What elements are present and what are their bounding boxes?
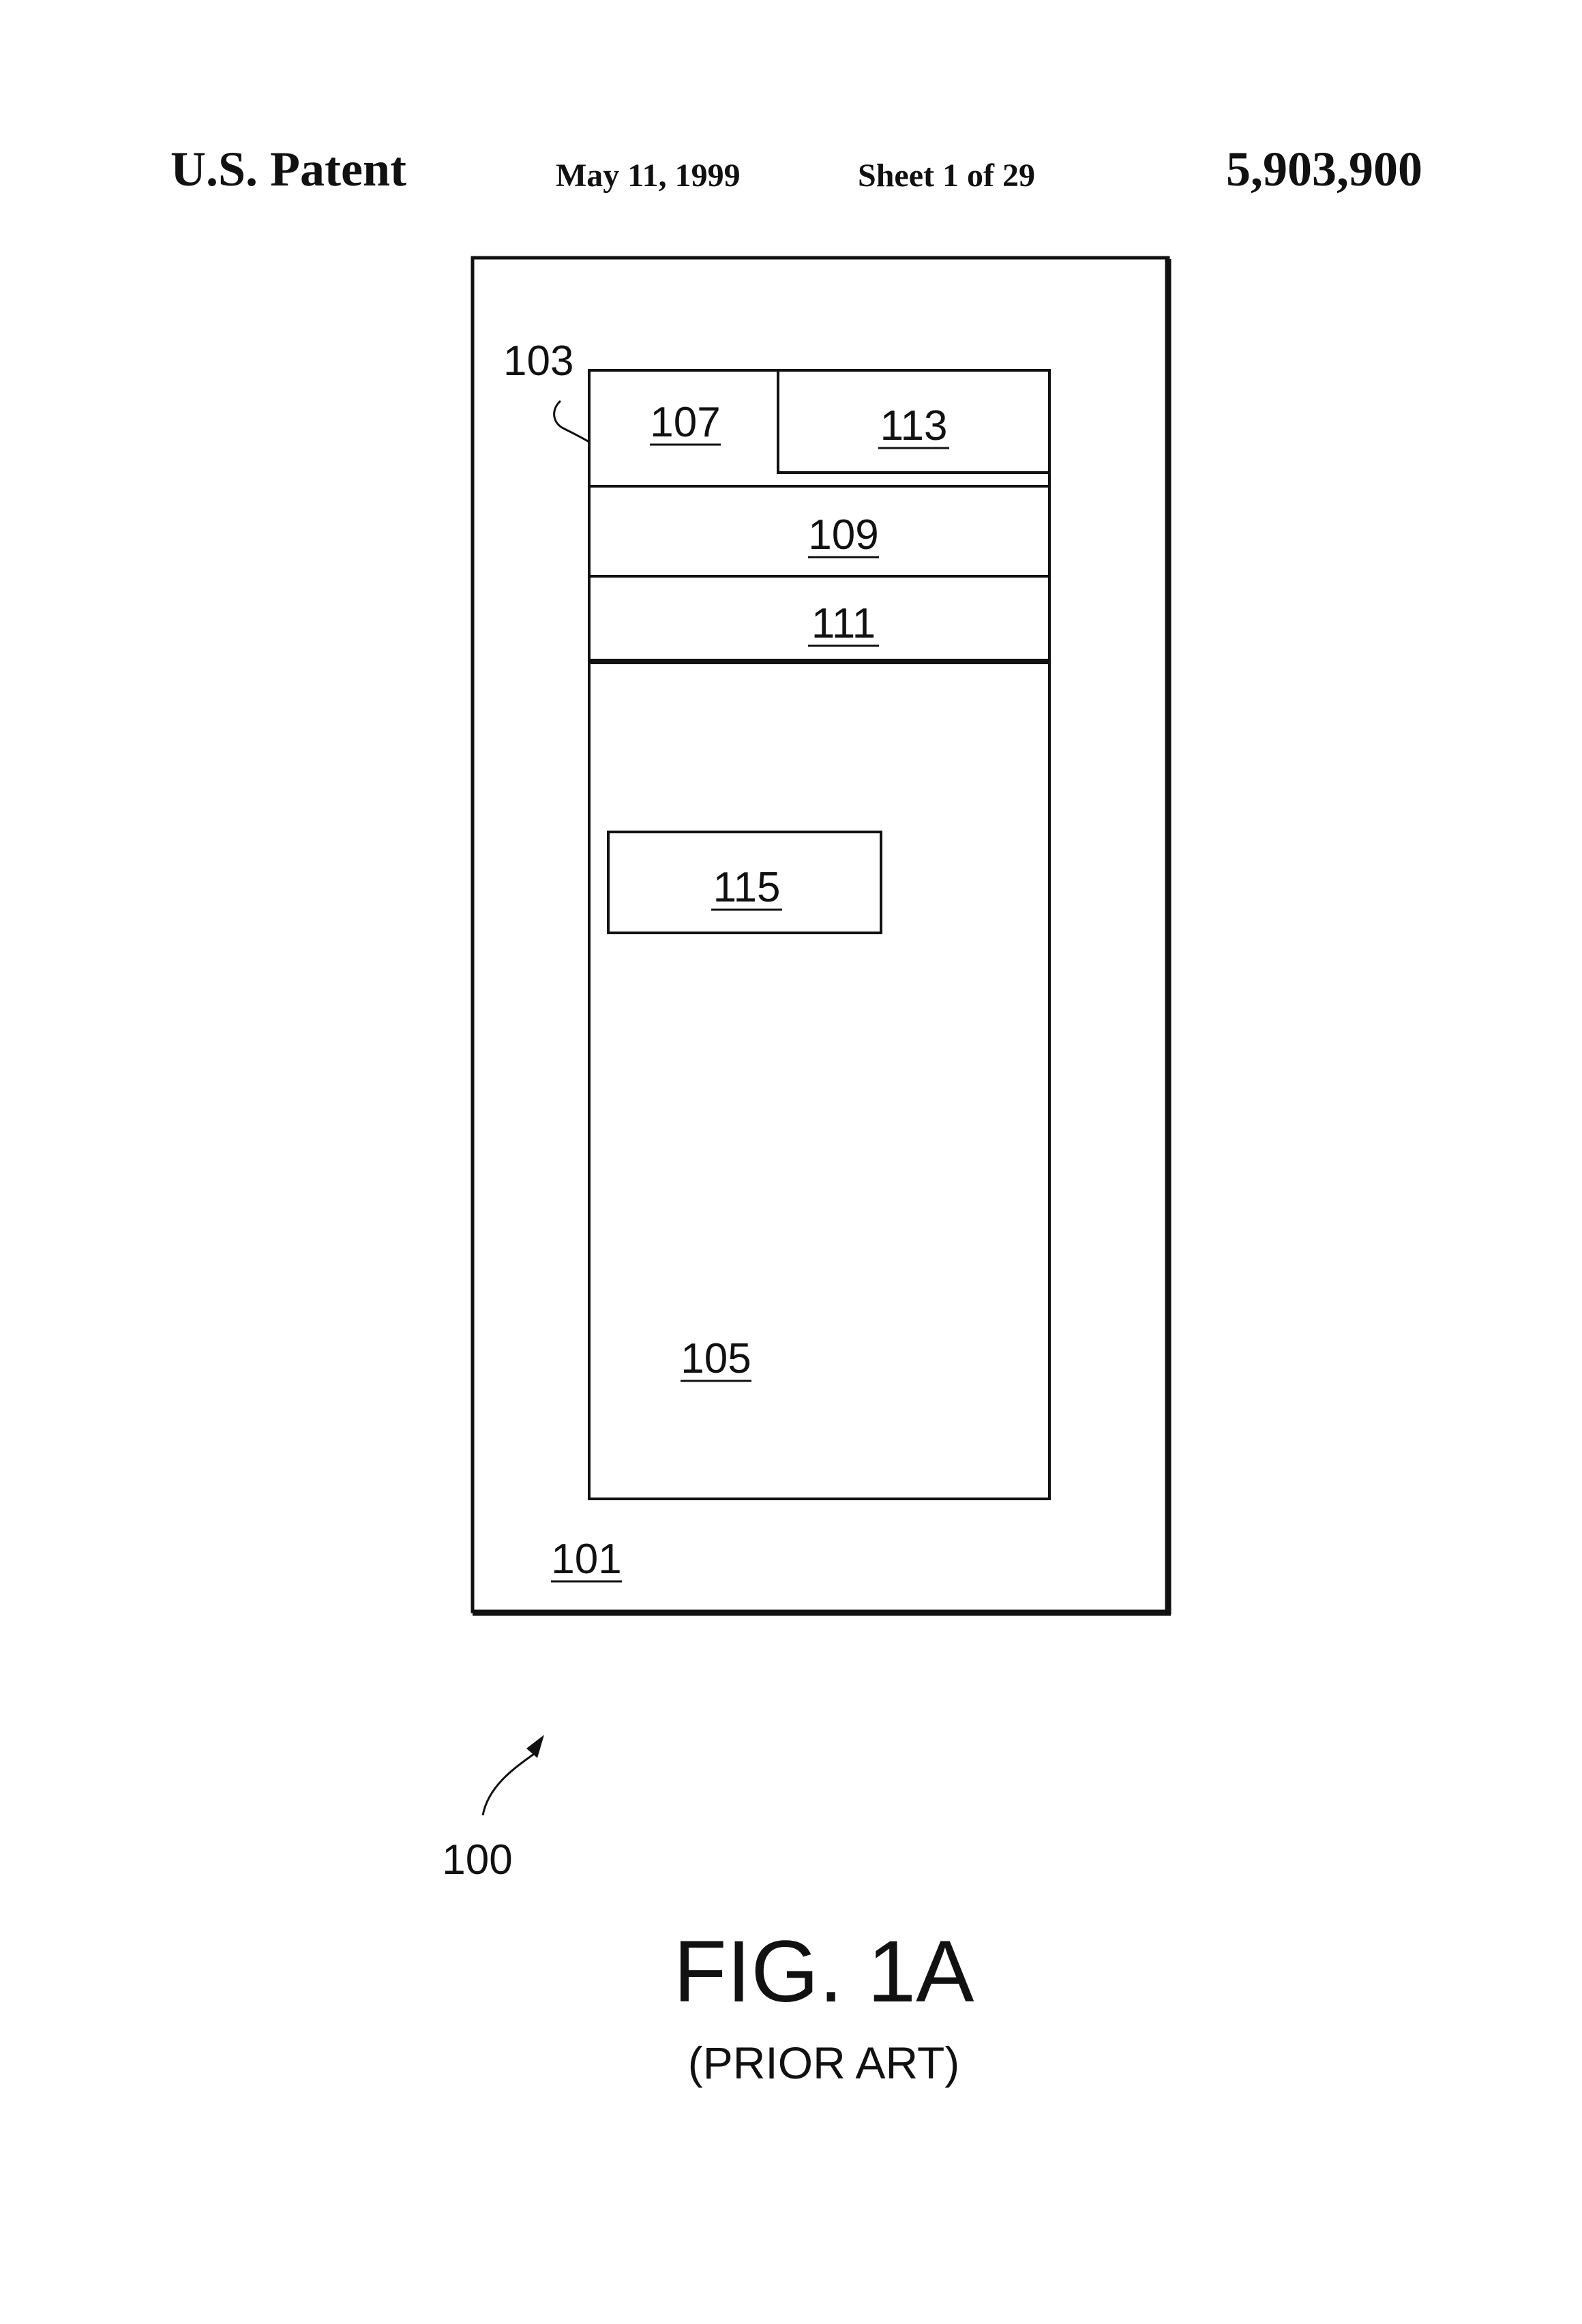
label-101: 101 [551, 1536, 621, 1583]
label-100: 100 [442, 1836, 512, 1883]
label-103: 103 [503, 338, 573, 385]
label-113: 113 [880, 402, 948, 449]
figure-caption-sub: (PRIOR ART) [688, 2038, 959, 2088]
label-111: 111 [811, 600, 876, 647]
leader-line-103 [554, 401, 589, 442]
label-105: 105 [681, 1335, 751, 1382]
arrowhead-100 [526, 1735, 544, 1758]
label-107: 107 [650, 399, 720, 446]
outer-frame-101 [473, 258, 1168, 1611]
label-109: 109 [808, 511, 878, 558]
figure-caption: FIG. 1A [674, 1923, 975, 2021]
arrow-line-100 [483, 1753, 536, 1815]
label-115: 115 [713, 864, 781, 911]
